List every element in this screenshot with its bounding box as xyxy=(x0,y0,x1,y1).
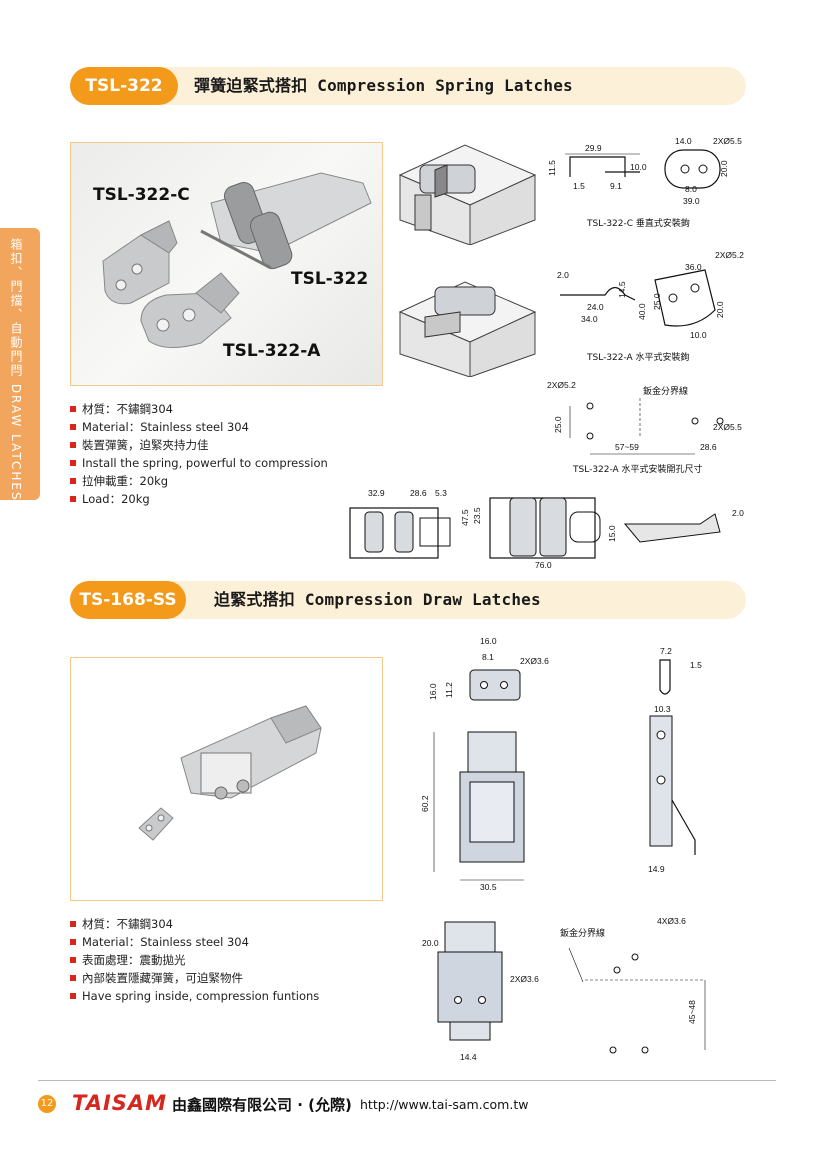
photo-label-tsl322c: TSL-322-C xyxy=(93,185,190,205)
svg-text:1.5: 1.5 xyxy=(690,660,702,670)
svg-text:32.9: 32.9 xyxy=(368,488,385,498)
svg-text:57~59: 57~59 xyxy=(615,442,639,452)
drawing-tsl322-main: 32.9 28.6 5.3 47.5 23.5 76.0 15.0 2.0 xyxy=(349,488,744,570)
svg-text:47.5: 47.5 xyxy=(460,509,470,526)
tsl322-photo: TSL-322-C TSL-322 TSL-322-A xyxy=(70,142,383,386)
svg-text:14.5: 14.5 xyxy=(617,281,627,298)
svg-text:14.9: 14.9 xyxy=(648,864,665,874)
svg-text:2XØ3.6: 2XØ3.6 xyxy=(510,974,539,984)
side-tab: 箱扣、門擋、自動門閂 DRAW LATCHES xyxy=(0,228,40,502)
iso-view-vertical xyxy=(398,144,537,245)
section2-code: TS-168-SS xyxy=(70,581,186,619)
svg-text:10.0: 10.0 xyxy=(630,162,647,172)
svg-text:TSL-322-A 水平式安裝鉤: TSL-322-A 水平式安裝鉤 xyxy=(586,351,690,363)
svg-text:34.0: 34.0 xyxy=(581,314,598,324)
svg-text:28.6: 28.6 xyxy=(700,442,717,452)
svg-text:2XØ5.5: 2XØ5.5 xyxy=(713,136,742,146)
svg-text:16.0: 16.0 xyxy=(428,683,438,700)
tsl322-photo-illustration xyxy=(102,172,372,348)
page-number: 12 xyxy=(38,1095,56,1113)
svg-text:2XØ5.2: 2XØ5.2 xyxy=(547,380,576,390)
feature-item: 材質：不鏽鋼304 xyxy=(70,400,328,418)
svg-text:20.0: 20.0 xyxy=(715,301,725,318)
svg-text:8.1: 8.1 xyxy=(482,652,494,662)
section1-title: 彈簧迫緊式搭扣 Compression Spring Latches xyxy=(194,76,573,95)
svg-text:2XØ5.2: 2XØ5.2 xyxy=(715,250,744,260)
side-tab-text: 箱扣、門擋、自動門閂 DRAW LATCHES xyxy=(9,238,23,502)
svg-text:4XØ3.6: 4XØ3.6 xyxy=(657,916,686,926)
svg-text:2XØ5.5: 2XØ5.5 xyxy=(713,422,742,432)
footer-divider xyxy=(38,1080,776,1081)
svg-text:11.5: 11.5 xyxy=(547,160,557,176)
svg-text:2XØ3.6: 2XØ3.6 xyxy=(520,656,549,666)
svg-text:16.0: 16.0 xyxy=(480,636,497,646)
feature-item: 表面處理：震動拋光 xyxy=(70,951,319,969)
drawing-ts168-bottom: 20.0 2XØ3.6 14.4 xyxy=(422,921,539,1062)
drawing-ts168-front: 60.2 30.5 xyxy=(420,731,525,890)
iso-view-horizontal xyxy=(398,281,537,377)
svg-text:2.0: 2.0 xyxy=(732,508,744,518)
svg-text:7.2: 7.2 xyxy=(660,646,672,656)
svg-text:11.2: 11.2 xyxy=(444,682,454,698)
svg-text:TSL-322-C 垂直式安裝鉤: TSL-322-C 垂直式安裝鉤 xyxy=(586,217,690,229)
drawing-ts168-top: 16.0 8.1 2XØ3.6 16.0 11.2 xyxy=(428,636,549,701)
drawing-tsl322a: 2.0 14.5 24.0 34.0 2XØ5.2 36.0 40.0 25.0… xyxy=(557,250,744,363)
svg-text:25.0: 25.0 xyxy=(652,293,662,310)
svg-text:28.6: 28.6 xyxy=(410,488,427,498)
ts168-photo-illustration xyxy=(138,705,322,841)
section2-header: TS-168-SS 迫緊式搭扣 Compression Draw Latches xyxy=(70,581,746,619)
photo-label-tsl322: TSL-322 xyxy=(291,269,369,289)
svg-text:5.3: 5.3 xyxy=(435,488,447,498)
feature-item: 裝置彈簧，迫緊夾持力佳 xyxy=(70,436,328,454)
ts168-photo xyxy=(70,657,383,901)
svg-text:24.0: 24.0 xyxy=(587,302,604,312)
svg-text:76.0: 76.0 xyxy=(535,560,552,570)
svg-text:20.0: 20.0 xyxy=(422,938,439,948)
drawing-tsl322a-holes: 2XØ5.2 鈑金分界線 25.0 2XØ5.5 57~59 28.6 TSL-… xyxy=(547,380,742,475)
svg-text:60.2: 60.2 xyxy=(420,795,430,812)
svg-text:39.0: 39.0 xyxy=(683,196,700,206)
section1-code: TSL-322 xyxy=(70,67,178,105)
svg-text:20.0: 20.0 xyxy=(719,160,729,177)
section1-features: 材質：不鏽鋼304 Material：Stainless steel 304 裝… xyxy=(70,400,328,508)
svg-text:1.5: 1.5 xyxy=(573,181,585,191)
drawing-ts168-holes: 鈑金分界線 4XØ3.6 45~48 xyxy=(560,916,706,1054)
svg-text:2.0: 2.0 xyxy=(557,270,569,280)
feature-item: Have spring inside, compression funtions xyxy=(70,987,319,1005)
svg-text:40.0: 40.0 xyxy=(637,303,647,320)
feature-item: 材質：不鏽鋼304 xyxy=(70,915,319,933)
svg-text:9.1: 9.1 xyxy=(610,181,622,191)
svg-text:8.0: 8.0 xyxy=(685,184,697,194)
feature-item: Material：Stainless steel 304 xyxy=(70,933,319,951)
svg-text:鈑金分界線: 鈑金分界線 xyxy=(643,385,688,397)
section2-title: 迫緊式搭扣 Compression Draw Latches xyxy=(214,590,541,609)
svg-text:23.5: 23.5 xyxy=(472,507,482,524)
section2-features: 材質：不鏽鋼304 Material：Stainless steel 304 表… xyxy=(70,915,319,1005)
svg-text:30.5: 30.5 xyxy=(480,882,497,890)
drawing-ts168-side: 7.2 1.5 10.3 14.9 xyxy=(648,646,702,874)
svg-text:15.0: 15.0 xyxy=(607,525,617,542)
svg-text:鈑金分界線: 鈑金分界線 xyxy=(560,927,605,939)
svg-text:36.0: 36.0 xyxy=(685,262,702,272)
feature-item: Material：Stainless steel 304 xyxy=(70,418,328,436)
feature-item: 拉伸載重：20kg xyxy=(70,472,328,490)
feature-item: 內部裝置隱藏彈簧，可迫緊物件 xyxy=(70,969,319,987)
feature-item: Install the spring, powerful to compress… xyxy=(70,454,328,472)
svg-text:25.0: 25.0 xyxy=(553,416,563,433)
svg-text:TSL-322-A 水平式安裝開孔尺寸: TSL-322-A 水平式安裝開孔尺寸 xyxy=(572,463,703,475)
company-name: 由鑫國際有限公司 · (允際) xyxy=(172,1096,352,1114)
svg-text:10.0: 10.0 xyxy=(690,330,707,340)
feature-item: Load：20kg xyxy=(70,490,328,508)
svg-text:14.4: 14.4 xyxy=(460,1052,477,1062)
drawing-tsl322c: 29.9 11.5 10.0 1.5 9.1 14.0 2XØ5.5 20.0 … xyxy=(547,136,742,229)
photo-label-tsl322a: TSL-322-A xyxy=(223,341,321,361)
brand-logo: TAISAM xyxy=(72,1091,168,1115)
svg-text:45~48: 45~48 xyxy=(687,1000,697,1024)
company-url[interactable]: http://www.tai-sam.com.tw xyxy=(360,1097,529,1112)
svg-text:14.0: 14.0 xyxy=(675,136,692,146)
section1-header: TSL-322 彈簧迫緊式搭扣 Compression Spring Latch… xyxy=(70,67,746,105)
svg-text:10.3: 10.3 xyxy=(654,704,671,714)
svg-text:29.9: 29.9 xyxy=(585,143,602,153)
